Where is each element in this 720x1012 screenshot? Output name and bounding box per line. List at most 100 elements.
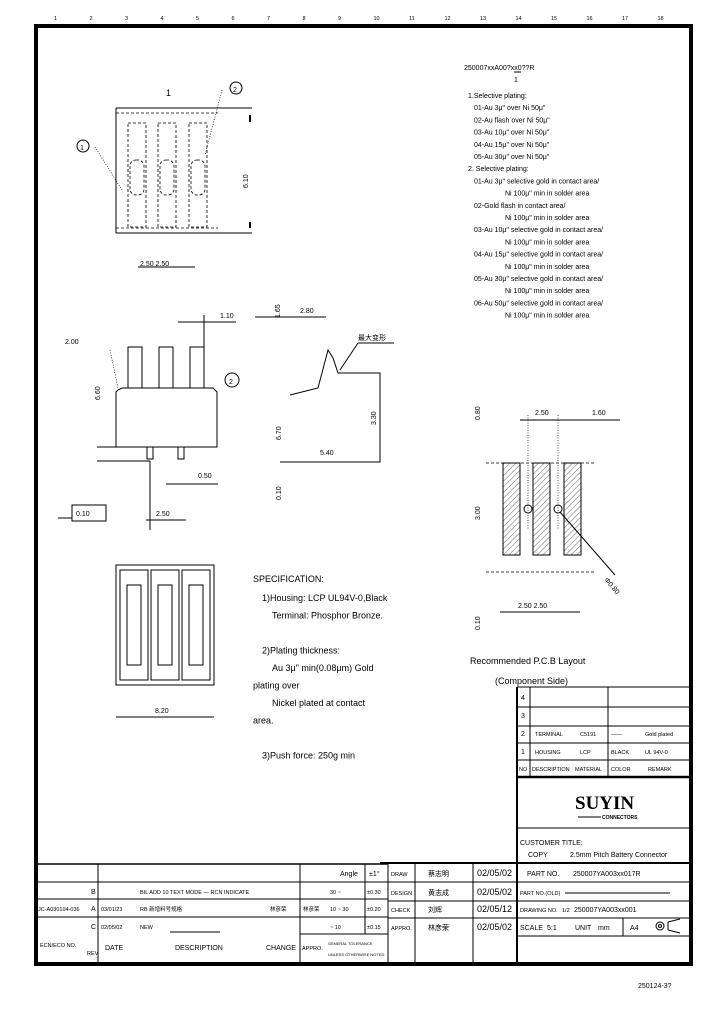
signoff-date: 02/05/02 bbox=[477, 887, 512, 897]
bom-no: 1 bbox=[521, 749, 525, 756]
sheet-size: A4 bbox=[630, 925, 639, 932]
signoff-name: 蔡志明 bbox=[428, 869, 449, 878]
ruler-mark: 4 bbox=[161, 16, 164, 22]
signoff-date: 02/05/02 bbox=[477, 922, 512, 932]
plating-note: 06-Au 50μ" selective gold in contact are… bbox=[474, 300, 603, 307]
pcb-dim-left-bottom: 0.10 bbox=[475, 616, 482, 630]
revision-description: RB 新增料号规格 bbox=[140, 905, 183, 913]
signoff-name: 林彦荣 bbox=[428, 923, 449, 932]
revision-range: 30 ~ bbox=[330, 890, 341, 896]
change-header: CHANGE bbox=[266, 945, 296, 952]
plating-note: 02-Gold flash in contact area/ bbox=[474, 203, 565, 210]
dim-side-body: 5.40 bbox=[320, 450, 334, 457]
bom-no: 3 bbox=[521, 713, 525, 720]
flatness-tolerance: 0.10 bbox=[76, 511, 90, 518]
revision-rev: B bbox=[91, 889, 96, 896]
bom-description: TERMINAL bbox=[535, 732, 563, 738]
spec-line: area. bbox=[253, 716, 274, 726]
signoff-role: DRAW bbox=[391, 872, 408, 878]
plating-note: Ni 100μ" min in solder area bbox=[505, 239, 589, 246]
spec-title: SPECIFICATION: bbox=[253, 574, 324, 584]
suyin-logo: SUYIN CONNECTORS bbox=[575, 793, 638, 821]
revision-ecn: JC-A030104-036 bbox=[38, 907, 80, 913]
part-code-header: 250007xxA00?xx0??R bbox=[464, 65, 534, 72]
drawing-no: 250007YA003xx001 bbox=[574, 907, 637, 914]
spec-line: 2)Plating thickness: bbox=[262, 646, 340, 656]
spec-line: Terminal: Phosphor Bronze. bbox=[272, 611, 383, 621]
front-view: 1.10 2.00 2 6.60 0.50 2.50 0.10 bbox=[58, 313, 240, 530]
revision-description: NEW bbox=[140, 925, 154, 931]
side-view: 2.80 1.65 最大变形 5.40 3.30 6.70 0.10 bbox=[255, 304, 394, 500]
bom-header-color: COLOR bbox=[611, 767, 631, 773]
plating-note: 01-Au 3μ" over Ni 50μ" bbox=[474, 105, 546, 112]
revision-tolerance: ±0.20 bbox=[367, 907, 381, 913]
revision-approver: 林彦荣 bbox=[303, 905, 320, 913]
product-title: 2.5mm Pitch Battery Connector bbox=[570, 852, 668, 859]
ruler-mark: 9 bbox=[338, 16, 341, 22]
pcb-title: Recommended P.C.B Layout bbox=[470, 656, 586, 666]
unit-value: mm bbox=[598, 925, 610, 932]
bom-header-no: NO bbox=[519, 767, 528, 773]
ruler-mark: 17 bbox=[622, 16, 628, 22]
dim-side-top: 1.65 bbox=[275, 304, 282, 318]
ruler-mark: 5 bbox=[196, 16, 199, 22]
date-header: DATE bbox=[105, 945, 123, 952]
projection-symbol-icon bbox=[655, 918, 681, 934]
ruler-mark: 3 bbox=[125, 16, 128, 22]
signoff-role: APPRO. bbox=[391, 926, 412, 932]
pcb-dim-left-top: 0.80 bbox=[475, 406, 482, 420]
plating-note: Ni 100μ" min in solder area bbox=[505, 215, 589, 222]
plating-notes: 1.Selective plating:01-Au 3μ" over Ni 50… bbox=[468, 93, 603, 320]
dim-side-width: 2.80 bbox=[300, 308, 314, 315]
logo-name: SUYIN bbox=[575, 793, 634, 814]
description-header: DESCRIPTION bbox=[175, 945, 223, 952]
part-no: 250007YA003xx017R bbox=[573, 871, 641, 878]
plating-note: 04-Au 15μ" over Ni 50μ" bbox=[474, 142, 550, 149]
title-block: PART NO. 250007YA003xx017R PART NO.(OLD)… bbox=[517, 871, 691, 937]
revision-range: 10 ~ 30 bbox=[330, 907, 349, 913]
pcb-dim-pitch-top: 2.50 bbox=[535, 410, 549, 417]
plating-note: 03-Au 10μ" selective gold in contact are… bbox=[474, 227, 603, 234]
dim-side-total: 6.70 bbox=[276, 426, 283, 440]
ruler-mark: 6 bbox=[232, 16, 235, 22]
scale-value: 5:1 bbox=[547, 925, 557, 932]
angle-tolerance: ±1° bbox=[369, 870, 380, 878]
bottom-view: 8.20 bbox=[115, 564, 215, 718]
front-callout-2: 2 bbox=[229, 379, 233, 386]
spec-line: 1)Housing: LCP UL94V-0,Black bbox=[262, 593, 388, 603]
dim-front-pitch: 2.50 bbox=[156, 511, 170, 518]
signoff-date: 02/05/02 bbox=[477, 868, 512, 878]
plating-note: 03-Au 10μ" over Ni 50μ" bbox=[474, 130, 550, 137]
bom-header-material: MATERIAL bbox=[575, 767, 602, 773]
plating-note: 05-Au 30μ" selective gold in contact are… bbox=[474, 276, 603, 283]
plating-note: 01-Au 3μ" selective gold in contact area… bbox=[474, 178, 599, 185]
plating-note: Ni 100μ" min in solder area bbox=[505, 288, 589, 295]
unit-label: UNIT bbox=[575, 925, 592, 932]
ruler-mark: 14 bbox=[516, 16, 522, 22]
signoff-name: 刘辉 bbox=[428, 905, 442, 914]
top-view-label: 1 bbox=[166, 88, 171, 98]
spec-line: 3)Push force: 250g min bbox=[262, 751, 355, 761]
max-deform-label: 最大变形 bbox=[358, 333, 386, 342]
drawing-no-label: DRAWING NO. bbox=[520, 908, 558, 914]
logo-tagline: CONNECTORS bbox=[602, 815, 638, 821]
ruler-mark: 16 bbox=[587, 16, 593, 22]
scale-label: SCALE bbox=[520, 925, 543, 932]
document-code: 250124-3? bbox=[638, 983, 672, 990]
pcb-dim-pitch-bottom: 2.50 2.50 bbox=[518, 603, 547, 610]
revision-rev: C bbox=[91, 924, 96, 931]
drawing-frame bbox=[34, 24, 693, 966]
bom-remark: UL 94V-0 bbox=[645, 750, 668, 756]
plating-note: 04-Au 15μ" selective gold in contact are… bbox=[474, 252, 603, 259]
bom-color: —— bbox=[611, 732, 623, 738]
callout-1: 1 bbox=[80, 145, 84, 152]
spec-line: Nickel plated at contact bbox=[272, 698, 366, 708]
dim-bottom-width: 8.20 bbox=[155, 708, 169, 715]
bom-no: 4 bbox=[521, 695, 525, 702]
part-no-label: PART NO. bbox=[527, 871, 559, 878]
top-view: 1 2 1 6.10 2.50 2.50 bbox=[76, 81, 252, 268]
customer-label: CUSTOMER TITLE: bbox=[520, 840, 583, 847]
